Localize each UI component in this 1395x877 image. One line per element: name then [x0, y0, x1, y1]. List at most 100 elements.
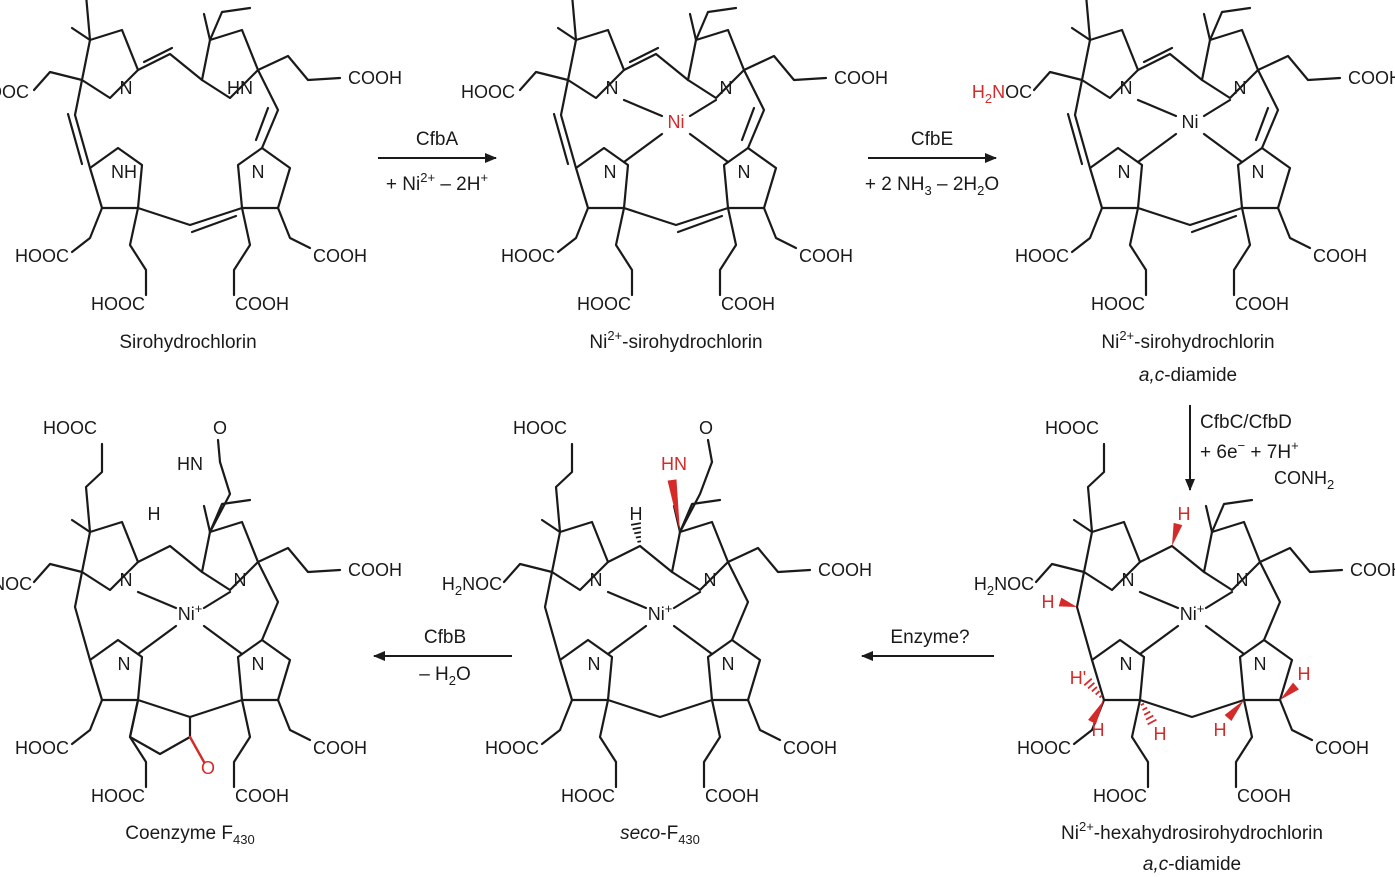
carboxyl-group: COOH: [1315, 738, 1369, 758]
carboxyl-group: COOH: [818, 560, 872, 580]
acetate-chain: [1032, 70, 1084, 92]
propionate-chain: [128, 206, 148, 297]
carboxyl-group: HOOC: [501, 246, 555, 266]
amide-group: H2NOC: [442, 574, 502, 598]
reaction-arrow-cfbb: CfbB – H2O: [373, 627, 512, 688]
carboxyl-group: HOOC: [577, 294, 631, 314]
pyrrole-ring: [80, 520, 140, 592]
double-bond: [1142, 46, 1174, 64]
molecule-name-coenzyme-f430: Coenzyme F430: [125, 823, 254, 847]
acetate-chain: [276, 206, 312, 250]
metal-coordination: [1136, 98, 1244, 164]
carboxyl-group: HOOC: [513, 418, 567, 438]
amide-group: H2NOC: [0, 574, 32, 598]
hydrogen-atom: H: [1042, 592, 1055, 612]
metal-center: Ni+: [1180, 601, 1205, 624]
nitrogen-atom: N: [234, 570, 247, 590]
acetate-chain: [518, 70, 570, 92]
carboxyl-group: COOH: [1350, 560, 1395, 580]
nitrogen-atom: N: [252, 654, 265, 674]
nitrogen-atom: HN: [227, 78, 253, 98]
molecule-name-sirohydrochlorin: Sirohydrochlorin: [119, 332, 256, 353]
pyrrole-ring: [686, 28, 746, 100]
acetate-chain: [1276, 206, 1312, 250]
methyl-group: [70, 518, 92, 534]
reaction-arrow-enzyme: Enzyme?: [861, 627, 994, 661]
carboxyl-group: COOH: [348, 68, 402, 88]
carboxyl-group: HOOC: [15, 738, 69, 758]
propionate-chain: [232, 206, 252, 297]
pyrrole-ring: [1088, 146, 1144, 210]
meso-bridge: [726, 560, 750, 642]
meso-bridge: [1258, 560, 1282, 642]
nitrogen-atom: N: [1120, 78, 1133, 98]
acetate-chain: [556, 206, 590, 254]
wedge-bond: [1088, 700, 1104, 725]
methyl-group: [70, 26, 92, 42]
carbonyl-bond: [216, 438, 222, 464]
pyrrole-ring: [236, 638, 292, 702]
carboxyl-group: COOH: [705, 786, 759, 806]
pyrrole-ring: [1236, 146, 1292, 210]
double-bond: [740, 106, 756, 142]
double-bond: [1190, 214, 1238, 234]
meso-bridge: [136, 544, 204, 574]
carboxyl-group: HOOC: [485, 738, 539, 758]
carboxyl-group: HOOC: [91, 786, 145, 806]
acetate-chain: [208, 6, 252, 42]
acetate-chain: [746, 698, 782, 742]
meso-bridge: [1073, 78, 1092, 170]
carboxyl-group: COOH: [1313, 246, 1367, 266]
carboxyl-group: COOH: [1348, 68, 1395, 88]
pyrrole-ring: [1090, 638, 1146, 702]
double-bond: [676, 214, 724, 234]
structure-ni-sirohydrochlorin-diamide: NNNNNiHOOCCOOHHOOCCOOHHOOCCOOHCONH2H2NOC: [972, 0, 1395, 314]
nitrogen-atom: N: [1118, 162, 1131, 182]
pyrrole-ring: [1238, 638, 1294, 702]
propionate-chain: [256, 546, 342, 574]
double-bond: [254, 106, 270, 142]
nitrogen-atom: N: [252, 162, 265, 182]
pyrrole-ring: [1202, 520, 1262, 592]
metal-coordination: [622, 98, 730, 164]
double-bond: [190, 214, 238, 234]
pyrrole-ring: [200, 520, 260, 592]
acetate-chain: [540, 698, 574, 746]
condition-label: – H2O: [419, 664, 471, 688]
nitrogen-atom: NH: [111, 162, 137, 182]
molecule-name-ni-hexahydrosirohydrochlorin: Ni2+-hexahydrosirohydrochlorin: [1061, 819, 1323, 844]
enzyme-label: CfbA: [416, 129, 459, 150]
oxygen-atom: O: [699, 418, 713, 438]
nitrogen-atom: N: [738, 162, 751, 182]
propionate-chain: [232, 698, 252, 789]
meso-bridge: [256, 68, 280, 150]
acetate-chain: [32, 70, 84, 92]
molecule-name-ni-sirohydrochlorin: Ni2+-sirohydrochlorin: [589, 328, 762, 353]
carboxyl-group: HOOC: [15, 246, 69, 266]
carboxyl-group: COOH: [235, 294, 289, 314]
methyl-group: [202, 12, 212, 42]
pyrrole-ring: [574, 146, 630, 210]
methyl-group: [688, 12, 698, 42]
acetate-chain: [694, 6, 738, 42]
wedge-bond: [667, 479, 680, 532]
molecule-name-line2: a,c-diamide: [1139, 365, 1237, 386]
propionate-chain: [726, 546, 812, 574]
wedge-bond: [1058, 597, 1077, 607]
meso-bridge: [1138, 698, 1246, 719]
enzyme-label: CfbE: [911, 129, 953, 150]
meso-bridge: [256, 560, 280, 642]
double-bond: [1254, 106, 1270, 142]
structure-sirohydrochlorin: NHNNNHHOOCCOOHHOOCCOOHHOOCCOOHCOOHHOOC: [0, 0, 402, 314]
meso-bridge: [543, 570, 562, 662]
amide-group: H2NOC: [974, 574, 1034, 598]
condition-label: + Ni2+ – 2H+: [386, 170, 488, 195]
methyl-group: [556, 26, 578, 42]
reaction-arrow-cfbc-cfbd: CfbC/CfbD + 6e− + 7H+: [1185, 405, 1299, 491]
enzyme-label: CfbC/CfbD: [1200, 412, 1292, 433]
hydrogen-atom: H: [1092, 720, 1105, 740]
hydrogen-atom: H: [148, 504, 161, 524]
meso-bridge: [559, 78, 578, 170]
wedge-bond: [1224, 700, 1244, 721]
cyclohexanone-ring: [128, 698, 192, 756]
